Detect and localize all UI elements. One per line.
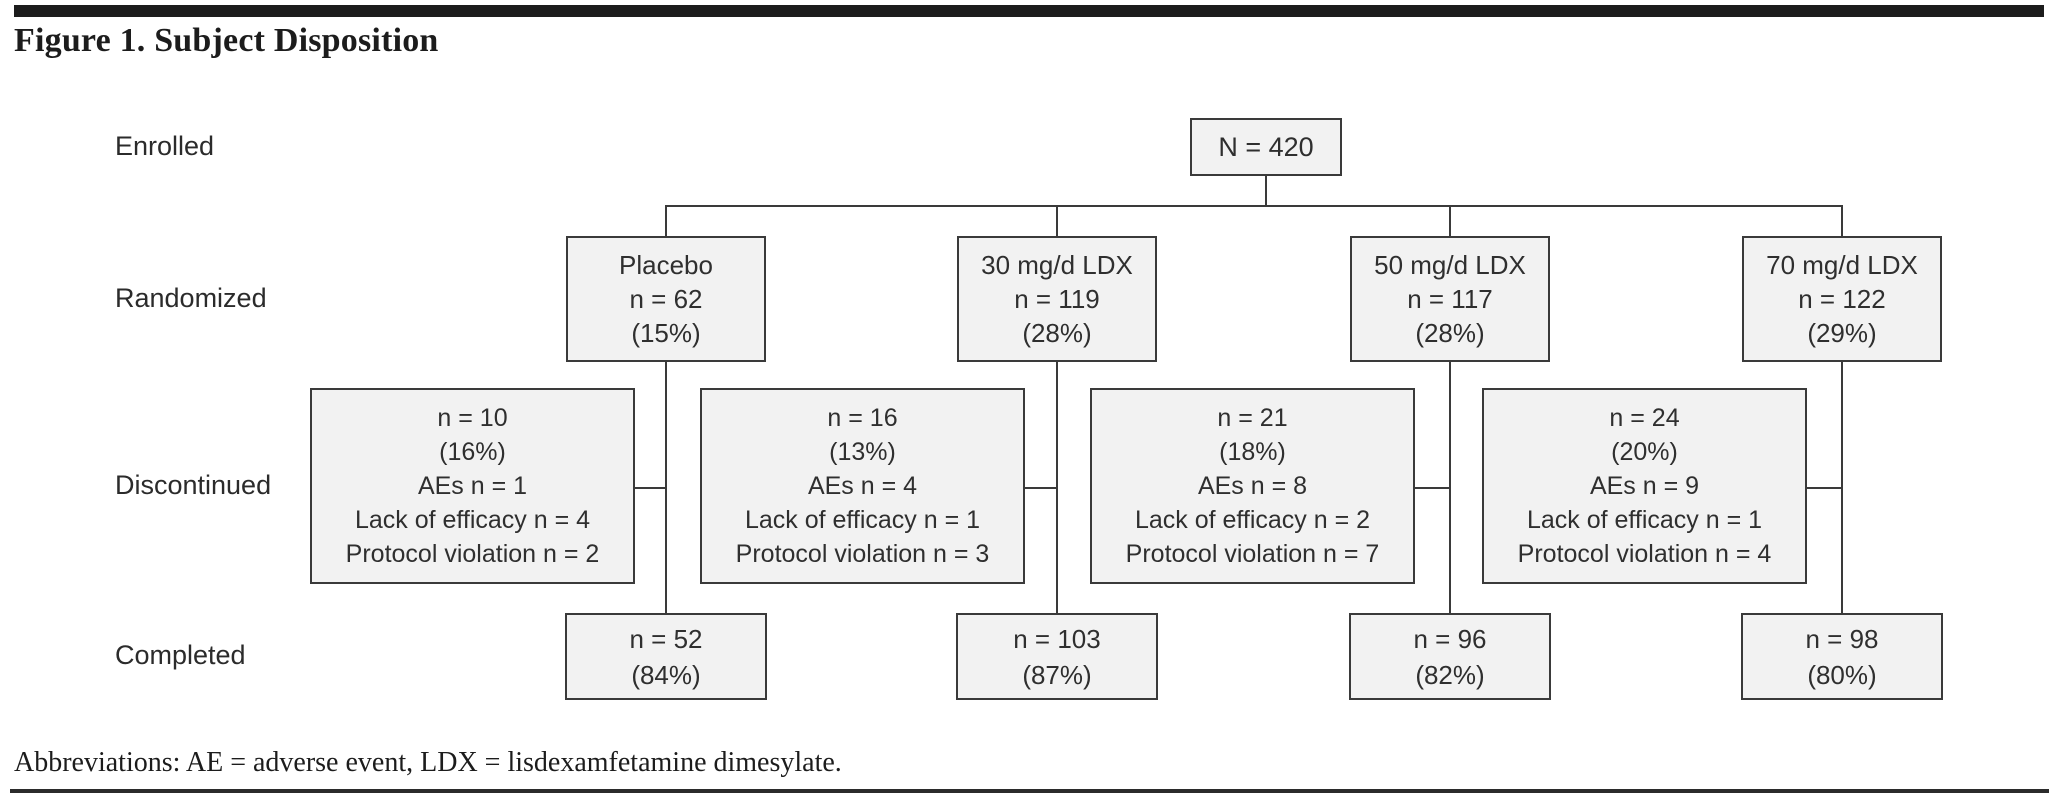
connector-discontinued-50mg [1413,487,1451,489]
discontinued-box-70mg-line1: n = 24 [1609,404,1680,432]
discontinued-box-70mg: n = 24 (20%) AEs n = 9 Lack of efficacy … [1482,388,1807,584]
discontinued-box-50mg-line4: Lack of efficacy n = 2 [1134,506,1371,534]
discontinued-box-placebo-line1: n = 10 [437,404,508,432]
randomized-box-70mg-line2: n = 122 [1798,284,1886,314]
completed-box-50mg-line2: (82%) [1415,659,1485,690]
discontinued-box-30mg-line4: Lack of efficacy n = 1 [744,506,981,534]
discontinued-box-70mg-line4: Lack of efficacy n = 1 [1526,506,1763,534]
enrolled-box: N = 420 [1190,118,1342,176]
discontinued-box-30mg-line1: n = 16 [827,404,898,432]
connector-discontinued-placebo [633,487,667,489]
completed-box-50mg: n = 96 (82%) [1349,613,1551,700]
randomized-box-placebo: Placebo n = 62 (15%) [566,236,766,362]
discontinued-box-30mg: n = 16 (13%) AEs n = 4 Lack of efficacy … [700,388,1025,584]
bottom-rule-line [10,789,2049,793]
randomized-box-70mg: 70 mg/d LDX n = 122 (29%) [1742,236,1942,362]
completed-box-70mg-line1: n = 98 [1805,623,1879,654]
randomized-box-50mg: 50 mg/d LDX n = 117 (28%) [1350,236,1550,362]
connector-discontinued-30mg [1023,487,1058,489]
row-label-completed: Completed [115,640,246,670]
discontinued-box-30mg-line2: (13%) [829,438,896,466]
connector-branch-to-placebo [665,205,667,238]
randomized-box-30mg-line2: n = 119 [1014,284,1100,314]
top-rule-bar [14,5,2044,17]
randomized-box-30mg-line1: 30 mg/d LDX [981,250,1133,280]
randomized-box-30mg-line3: (28%) [1022,318,1092,348]
randomized-box-70mg-line3: (29%) [1807,318,1877,348]
discontinued-box-70mg-line2: (20%) [1611,438,1678,466]
connector-discontinued-70mg [1805,487,1843,489]
completed-box-placebo: n = 52 (84%) [565,613,767,700]
randomized-box-70mg-line1: 70 mg/d LDX [1766,250,1918,280]
discontinued-box-placebo-line2: (16%) [439,438,506,466]
completed-box-placebo-line1: n = 52 [629,623,703,654]
discontinued-box-30mg-line3: AEs n = 4 [807,472,918,500]
figure-title: Figure 1. Subject Disposition [14,22,439,59]
randomized-box-50mg-line2: n = 117 [1407,284,1493,314]
discontinued-box-50mg-line3: AEs n = 8 [1197,472,1308,500]
connector-branch-to-70mg [1841,205,1843,238]
discontinued-box-30mg-line5: Protocol violation n = 3 [735,540,990,568]
connector-branch-to-50mg [1449,205,1451,238]
row-label-enrolled: Enrolled [115,131,215,161]
row-label-discontinued: Discontinued [115,470,272,500]
randomized-box-placebo-line1: Placebo [619,250,713,280]
completed-box-70mg: n = 98 (80%) [1741,613,1943,700]
discontinued-box-placebo-line4: Lack of efficacy n = 4 [354,506,591,534]
completed-box-30mg-line2: (87%) [1022,659,1092,690]
row-label-randomized: Randomized [115,283,267,313]
connector-branch-to-30mg [1056,205,1058,238]
discontinued-box-50mg: n = 21 (18%) AEs n = 8 Lack of efficacy … [1090,388,1415,584]
discontinued-box-placebo: n = 10 (16%) AEs n = 1 Lack of efficacy … [310,388,635,584]
connector-enrolled-to-branch [1265,174,1267,205]
completed-box-30mg: n = 103 (87%) [956,613,1158,700]
discontinued-box-placebo-line5: Protocol violation n = 2 [345,540,600,568]
completed-box-placebo-line2: (84%) [631,659,701,690]
completed-box-50mg-line1: n = 96 [1413,623,1487,654]
discontinued-box-70mg-line5: Protocol violation n = 4 [1517,540,1772,568]
discontinued-box-50mg-line1: n = 21 [1217,404,1288,432]
randomized-box-50mg-line1: 50 mg/d LDX [1374,250,1526,280]
randomized-box-30mg: 30 mg/d LDX n = 119 (28%) [957,236,1157,362]
randomized-box-placebo-line3: (15%) [631,318,701,348]
completed-box-70mg-line2: (80%) [1807,659,1877,690]
discontinued-box-70mg-line3: AEs n = 9 [1589,472,1700,500]
discontinued-box-placebo-line3: AEs n = 1 [417,472,528,500]
connector-branch-line [665,205,1843,207]
enrolled-box-text: N = 420 [1218,131,1314,162]
completed-box-30mg-line1: n = 103 [1013,623,1101,654]
randomized-box-50mg-line3: (28%) [1415,318,1485,348]
randomized-box-placebo-line2: n = 62 [629,284,703,314]
abbreviations-footnote: Abbreviations: AE = adverse event, LDX =… [14,747,842,778]
discontinued-box-50mg-line5: Protocol violation n = 7 [1125,540,1380,568]
discontinued-box-50mg-line2: (18%) [1219,438,1286,466]
